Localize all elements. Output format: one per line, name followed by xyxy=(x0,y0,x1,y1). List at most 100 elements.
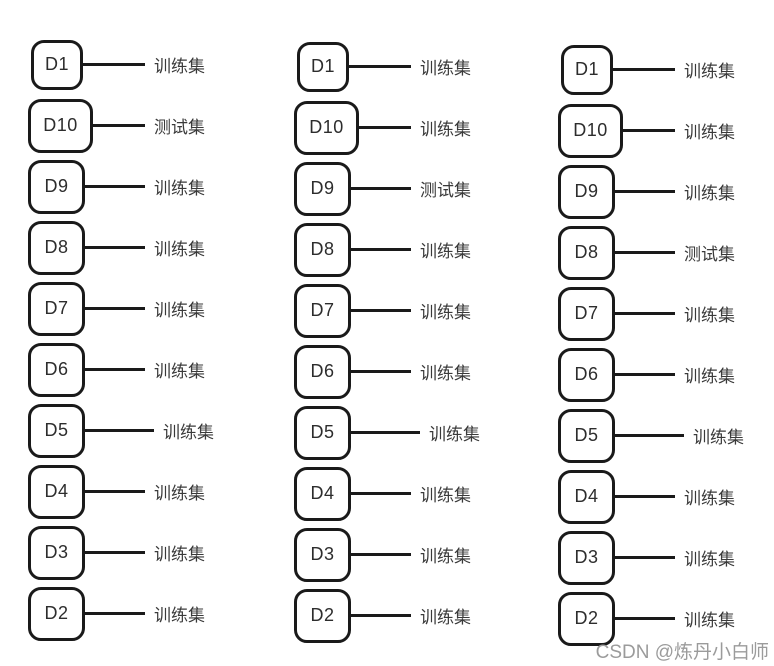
connector-line xyxy=(83,63,145,66)
set-label: 训练集 xyxy=(420,242,471,261)
connector-line xyxy=(351,309,411,312)
dataset-box: D1 xyxy=(297,41,349,92)
set-label: 训练集 xyxy=(420,120,471,139)
dataset-box: D5 xyxy=(294,405,351,460)
dataset-box: D6 xyxy=(28,342,85,397)
fold-row: D2 训练集 xyxy=(28,583,205,644)
connector-line xyxy=(351,187,411,190)
dataset-box-label: D1 xyxy=(574,59,599,79)
fold-row: D5 训练集 xyxy=(28,400,214,461)
connector-line xyxy=(615,556,675,559)
dataset-box-label: D1 xyxy=(310,56,335,76)
set-label: 训练集 xyxy=(163,423,214,442)
dataset-box-label: D6 xyxy=(310,361,335,381)
dataset-box: D1 xyxy=(561,44,613,95)
dataset-box-label: D4 xyxy=(574,486,599,506)
dataset-box-label: D7 xyxy=(44,298,69,318)
dataset-box: D8 xyxy=(558,225,615,280)
dataset-box: D2 xyxy=(294,588,351,643)
set-label: 训练集 xyxy=(420,364,471,383)
dataset-box: D8 xyxy=(294,222,351,277)
dataset-box-label: D2 xyxy=(574,608,599,628)
fold-column-3: D1 训练集 D10 训练集 D9 训练集 D8 测试集 D7 训练集 D6 xyxy=(558,39,744,649)
connector-line xyxy=(615,251,675,254)
fold-row: D9 测试集 xyxy=(294,158,471,219)
dataset-box: D1 xyxy=(31,39,83,90)
fold-row: D10 训练集 xyxy=(294,97,471,158)
dataset-box: D9 xyxy=(294,161,351,216)
dataset-box: D10 xyxy=(294,100,359,155)
dataset-box-label: D8 xyxy=(44,237,69,257)
connector-line xyxy=(85,368,145,371)
set-label: 训练集 xyxy=(420,608,471,627)
set-label: 训练集 xyxy=(684,489,735,508)
fold-row: D3 训练集 xyxy=(558,527,735,588)
connector-line xyxy=(351,248,411,251)
fold-column-1: D1 训练集 D10 测试集 D9 训练集 D8 训练集 D7 训练集 D6 xyxy=(28,34,214,644)
connector-line xyxy=(615,434,684,437)
dataset-box-label: D8 xyxy=(574,242,599,262)
connector-line xyxy=(359,126,411,129)
fold-row: D10 测试集 xyxy=(28,95,205,156)
connector-line xyxy=(615,373,675,376)
fold-row: D1 训练集 xyxy=(28,34,205,95)
dataset-box-label: D4 xyxy=(310,483,335,503)
set-label: 训练集 xyxy=(684,62,735,81)
dataset-box-label: D9 xyxy=(574,181,599,201)
dataset-box: D7 xyxy=(294,283,351,338)
dataset-box: D8 xyxy=(28,220,85,275)
dataset-box: D7 xyxy=(558,286,615,341)
fold-row: D1 训练集 xyxy=(294,36,471,97)
dataset-box: D2 xyxy=(28,586,85,641)
fold-row: D3 训练集 xyxy=(28,522,205,583)
connector-line xyxy=(85,551,145,554)
fold-row: D6 训练集 xyxy=(28,339,205,400)
dataset-box-label: D6 xyxy=(44,359,69,379)
dataset-box: D3 xyxy=(28,525,85,580)
dataset-box-label: D4 xyxy=(44,481,69,501)
fold-row: D6 训练集 xyxy=(294,341,471,402)
dataset-box-label: D1 xyxy=(44,54,69,74)
fold-row: D8 训练集 xyxy=(28,217,205,278)
set-label: 训练集 xyxy=(693,428,744,447)
set-label: 训练集 xyxy=(154,179,205,198)
dataset-box: D4 xyxy=(294,466,351,521)
set-label: 训练集 xyxy=(420,303,471,322)
fold-row: D4 训练集 xyxy=(558,466,735,527)
set-label: 训练集 xyxy=(154,301,205,320)
set-label: 训练集 xyxy=(154,545,205,564)
dataset-box: D10 xyxy=(558,103,623,158)
set-label: 训练集 xyxy=(154,240,205,259)
set-label: 训练集 xyxy=(154,362,205,381)
set-label: 训练集 xyxy=(684,611,735,630)
dataset-box: D5 xyxy=(558,408,615,463)
dataset-box-label: D10 xyxy=(309,117,344,137)
dataset-box-label: D5 xyxy=(574,425,599,445)
fold-column-2: D1 训练集 D10 训练集 D9 测试集 D8 训练集 D7 训练集 D6 xyxy=(294,36,480,646)
dataset-box-label: D10 xyxy=(573,120,608,140)
fold-row: D9 训练集 xyxy=(558,161,735,222)
fold-row: D7 训练集 xyxy=(28,278,205,339)
connector-line xyxy=(615,190,675,193)
fold-row: D5 训练集 xyxy=(294,402,480,463)
dataset-box-label: D10 xyxy=(43,115,78,135)
fold-row: D8 训练集 xyxy=(294,219,471,280)
dataset-box-label: D2 xyxy=(44,603,69,623)
fold-row: D2 训练集 xyxy=(558,588,735,649)
fold-row: D2 训练集 xyxy=(294,585,471,646)
fold-row: D1 训练集 xyxy=(558,39,735,100)
dataset-box: D3 xyxy=(558,530,615,585)
dataset-box-label: D3 xyxy=(310,544,335,564)
dataset-box-label: D2 xyxy=(310,605,335,625)
connector-line xyxy=(349,65,411,68)
dataset-box-label: D5 xyxy=(310,422,335,442)
connector-line xyxy=(85,185,145,188)
connector-line xyxy=(93,124,145,127)
dataset-box: D3 xyxy=(294,527,351,582)
set-label: 训练集 xyxy=(684,367,735,386)
dataset-box: D4 xyxy=(558,469,615,524)
dataset-box-label: D7 xyxy=(310,300,335,320)
connector-line xyxy=(85,490,145,493)
connector-line xyxy=(351,492,411,495)
